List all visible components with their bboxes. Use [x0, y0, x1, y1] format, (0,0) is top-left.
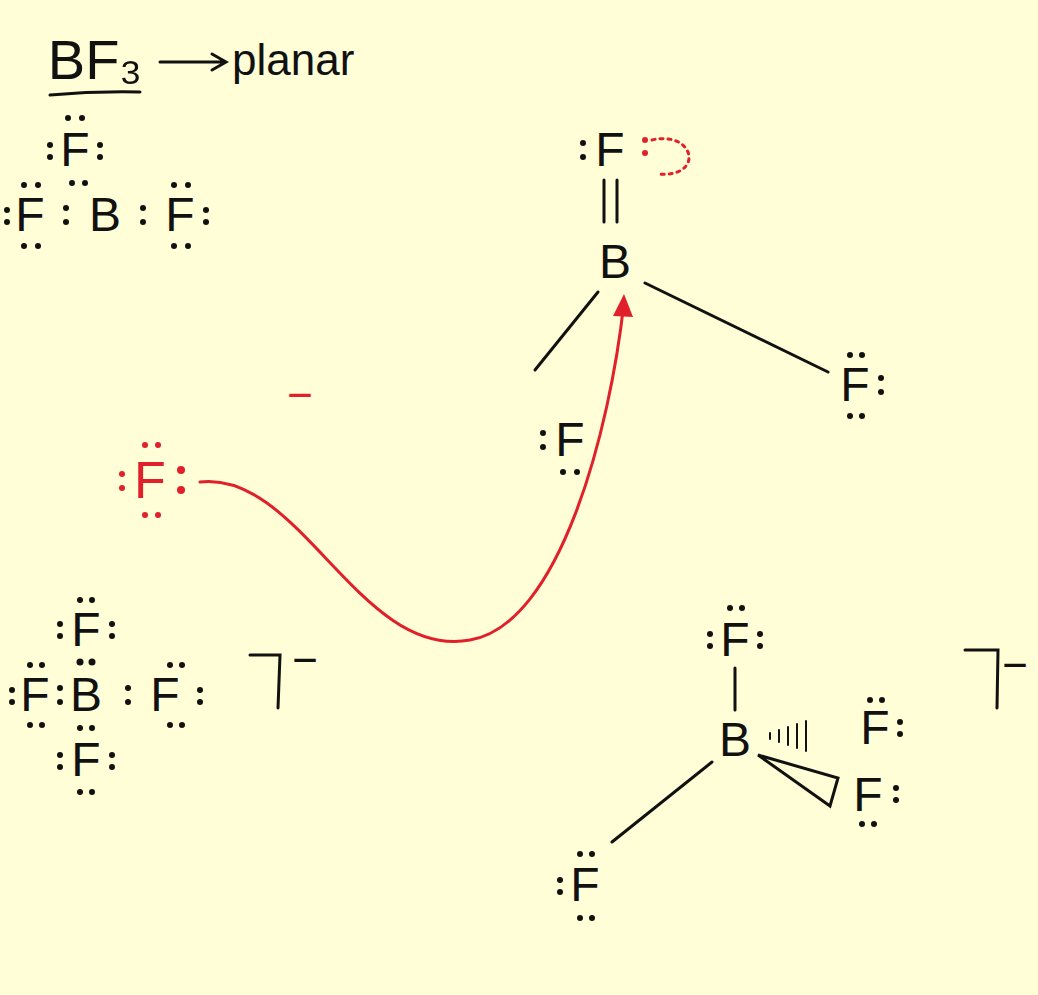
dotted-loop — [652, 139, 689, 175]
ion-bracket — [965, 650, 998, 708]
single-bond — [734, 668, 737, 710]
reaction-arrow — [160, 54, 226, 70]
wedge-bond — [758, 755, 838, 806]
atom-symbol: F — [840, 361, 869, 409]
atom-symbol: F — [71, 606, 100, 654]
atom-symbol: F — [570, 861, 599, 909]
atom-symbol: F — [71, 736, 100, 784]
atom-symbol: F — [595, 126, 624, 174]
atom-symbol: B — [719, 716, 751, 764]
double-bond — [604, 180, 617, 222]
charge-sign: − — [292, 638, 318, 682]
atom-symbol: F — [60, 126, 89, 174]
atom-symbol: F — [134, 454, 166, 506]
single-bond — [612, 762, 712, 842]
atom-symbol: F — [165, 191, 194, 239]
atom-symbol: F — [555, 416, 584, 464]
atom-symbol: F — [860, 704, 889, 752]
charge-sign: − — [1002, 643, 1028, 687]
atom-symbol: F — [20, 671, 49, 719]
atom-symbol: B — [89, 191, 121, 239]
ion-bracket — [250, 655, 280, 708]
atom-symbol: F — [150, 671, 179, 719]
atom-symbol: F — [15, 191, 44, 239]
formula-title: BF₃ — [48, 32, 142, 88]
curved-arrow — [200, 302, 624, 641]
atom-symbol: F — [720, 616, 749, 664]
single-bond — [645, 283, 828, 372]
arrow-head — [613, 294, 633, 317]
shape-note: planar — [232, 38, 354, 82]
single-bond — [535, 292, 598, 370]
atom-symbol: B — [599, 238, 631, 286]
hashed-bond — [770, 721, 806, 751]
atom-symbol: F — [853, 771, 882, 819]
title-underline — [50, 92, 140, 95]
atom-symbol: B — [70, 671, 102, 719]
charge-sign: − — [287, 373, 313, 417]
